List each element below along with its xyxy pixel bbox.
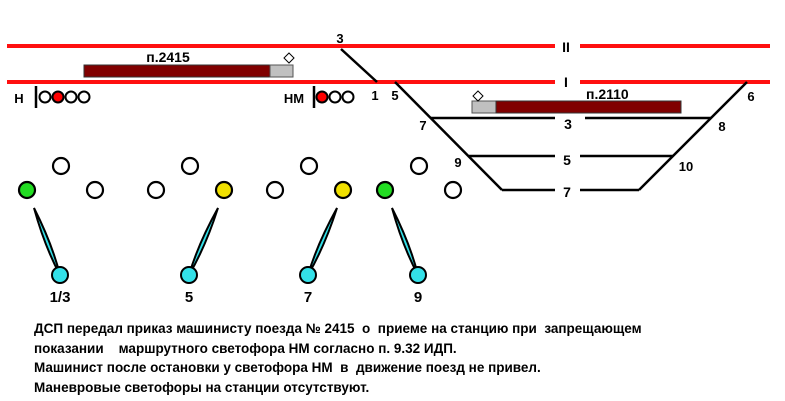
lever-pivot[interactable] (299, 266, 317, 284)
lever-lamp-white (299, 156, 319, 176)
switch-label-3: 3 (336, 31, 343, 46)
lever-lamp-white (443, 180, 463, 200)
track-label-I: I (564, 74, 568, 90)
ladder-left (394, 81, 503, 191)
lever-pivot[interactable] (180, 266, 198, 284)
signal-lamp (38, 90, 52, 104)
signal-NM: НМ (284, 86, 355, 108)
crossover-3-1 (340, 48, 378, 83)
lever-lamp-white (265, 180, 285, 200)
train-body (83, 64, 271, 78)
lever-pivot[interactable] (51, 266, 69, 284)
switch-label-5: 5 (391, 88, 398, 103)
train-tail (471, 100, 497, 114)
track-label-II: II (562, 39, 570, 55)
switch-label-7: 7 (419, 118, 426, 133)
lever-lamp-white (51, 156, 71, 176)
switch-label-8: 8 (718, 119, 725, 134)
lever-handle[interactable] (307, 207, 338, 276)
switch-label-6: 6 (747, 89, 754, 104)
signal-lamp-red (315, 90, 329, 104)
lever-label: 1/3 (50, 289, 71, 306)
diamond-marker-icon (283, 52, 295, 64)
track-label-3: 3 (564, 116, 572, 132)
diamond-marker-icon (472, 90, 484, 102)
lever-label: 9 (414, 289, 422, 306)
lever-lamp-green (375, 180, 395, 200)
task-description: ДСП передал приказ машинисту поезда № 24… (34, 319, 642, 397)
track-label-5: 5 (563, 152, 571, 168)
switch-label-10: 10 (679, 159, 693, 174)
description-line: ДСП передал приказ машинисту поезда № 24… (34, 321, 642, 336)
lever-lamp-yellow (333, 180, 353, 200)
switch-label-1: 1 (371, 88, 378, 103)
train-tail (269, 64, 294, 78)
lever-handle[interactable] (188, 207, 219, 276)
train-2415: п.2415 (83, 49, 295, 78)
lever-pivot[interactable] (409, 266, 427, 284)
lever-lamp-yellow (214, 180, 234, 200)
train-label: п.2110 (586, 86, 629, 102)
description-line: показании маршрутного светофора НМ согла… (34, 340, 457, 356)
signal-lamp-red (51, 90, 65, 104)
description-line: Машинист после остановки у светофора НМ … (34, 360, 541, 375)
lever-lamp-green (17, 180, 37, 200)
lever-lamp-white (85, 180, 105, 200)
train-label: п.2415 (146, 49, 190, 65)
lever-lamp-white (180, 156, 200, 176)
lever-label: 7 (304, 289, 312, 306)
lever-label: 5 (185, 289, 193, 306)
switch-levers: 1/3 5 7 9 (17, 156, 463, 306)
switch-label-9: 9 (454, 155, 461, 170)
lever-lamp-white (409, 156, 429, 176)
signal-label: НМ (284, 91, 304, 106)
train-2110: п.2110 (471, 86, 682, 114)
ladder-right (638, 81, 748, 191)
lever-handle[interactable] (33, 207, 61, 276)
signal-lamp (341, 90, 355, 104)
signal-lamp (328, 90, 342, 104)
description-line: Маневровые светофоры на станции отсутств… (34, 379, 370, 395)
train-body (495, 100, 682, 114)
signal-label: Н (14, 91, 23, 106)
track-label-7: 7 (563, 184, 571, 200)
signal-lamp (77, 90, 91, 104)
signal-N: Н (14, 86, 91, 108)
lever-handle[interactable] (391, 207, 419, 276)
signal-lamp (64, 90, 78, 104)
lever-lamp-white (146, 180, 166, 200)
